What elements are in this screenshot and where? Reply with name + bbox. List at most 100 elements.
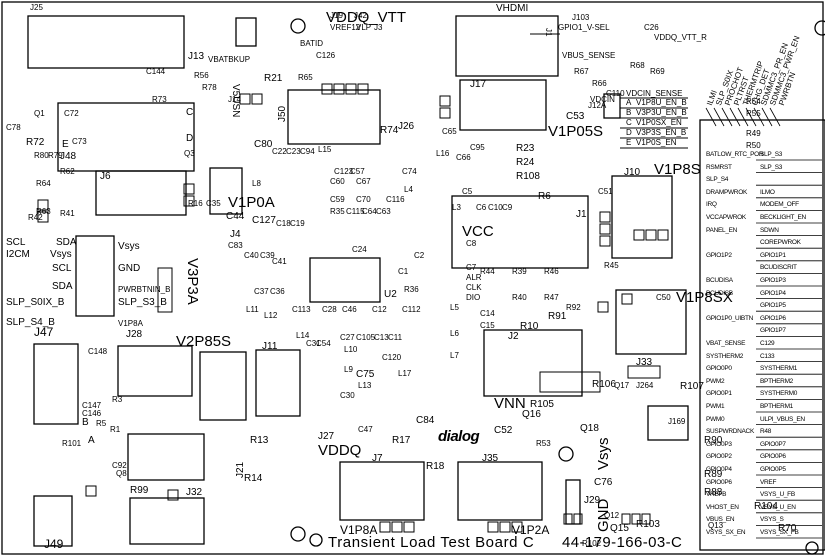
c14: C14 — [480, 309, 495, 318]
right-signal-left: VBUS_EN — [706, 516, 735, 524]
c19: C19 — [290, 219, 305, 228]
v1p8a-small-label: V1P8A — [118, 319, 143, 328]
l12: L12 — [264, 311, 278, 320]
sda2-label: SDA — [52, 281, 73, 292]
j50-block — [287, 89, 381, 145]
c13: C13 — [374, 333, 389, 342]
right-signal-left: VHOST_EN — [706, 503, 739, 511]
q12: Q12 — [604, 511, 620, 520]
r73: R73 — [152, 95, 167, 104]
r69: R69 — [650, 67, 665, 76]
j28-block — [117, 345, 193, 397]
label-b: B — [82, 417, 89, 428]
i2cm-label: I2CM — [6, 249, 30, 260]
label-d: D — [186, 133, 194, 144]
r47: R47 — [544, 293, 559, 302]
c40: C40 — [244, 251, 259, 260]
r88: R88 — [704, 487, 723, 498]
vdcin-label: VDCIN — [590, 95, 615, 104]
vbatbkup-label: VBATBKUP — [208, 55, 251, 64]
j7-label: J7 — [372, 453, 383, 464]
l14: L14 — [296, 331, 310, 340]
right-signal-left: DRAMPWROK — [706, 188, 747, 196]
q3: Q3 — [184, 149, 195, 158]
c76: C76 — [594, 477, 613, 488]
c24: C24 — [352, 245, 367, 254]
v2p85s-block — [199, 351, 247, 421]
j25-block — [27, 15, 185, 69]
right-signal-right: MODEM_OFF — [760, 201, 799, 209]
c74: C74 — [402, 167, 417, 176]
r42: R42 — [28, 213, 43, 222]
right-signal-right: SYSTHERM0 — [760, 390, 798, 398]
c2: C2 — [414, 251, 425, 260]
vsys-b-label: Vsys — [118, 241, 140, 252]
r103: R103 — [636, 519, 660, 530]
l5: L5 — [450, 303, 459, 312]
right-signal-left: BATLOW_RTC_POR — [706, 151, 764, 158]
c53: C53 — [566, 111, 585, 122]
j1b-label: J1 — [544, 28, 553, 37]
r1: R1 — [110, 425, 121, 434]
j4-block — [209, 167, 243, 215]
c52: C52 — [494, 425, 513, 436]
c115: C115 — [346, 207, 365, 216]
right-signal-left: GPIO0P3 — [706, 440, 732, 448]
l3: L3 — [452, 203, 461, 212]
j1-block — [451, 195, 589, 269]
enable-letter-b: B — [626, 108, 632, 117]
r24: R24 — [516, 157, 535, 168]
right-signal-left: RSMRST — [706, 163, 732, 171]
c84: C84 — [416, 415, 435, 426]
right-signal-right: BCUDISCRIT — [760, 264, 797, 272]
j47-block — [33, 343, 79, 425]
c31: C31 — [306, 339, 321, 348]
right-signal-right: GPIO0P7 — [760, 440, 786, 448]
r50: R50 — [746, 141, 761, 150]
right-signal-left: IRQ — [706, 201, 717, 209]
dialog-logo: dialog — [438, 428, 480, 445]
r89: R89 — [704, 469, 723, 480]
r106: R106 — [592, 379, 616, 390]
r5: R5 — [96, 419, 107, 428]
v1p2a-label: V1P2A — [512, 523, 550, 537]
j169-block — [647, 405, 689, 441]
c148: C148 — [88, 347, 108, 356]
right-signal-right: C129 — [760, 340, 775, 347]
right-signal-right: GPIO1P3 — [760, 277, 786, 284]
right-signal-right: SYSTHERM1 — [760, 365, 798, 373]
right-signal-right: GPIO0P5 — [760, 466, 786, 473]
right-signal-right: VREF — [760, 478, 777, 486]
r92: R92 — [566, 303, 581, 312]
mount-hole-top — [290, 18, 306, 34]
right-signal-left: GPIO0P1 — [706, 390, 732, 398]
v1p8a-bottom-label: V1P8A — [340, 523, 378, 537]
j17-label: J17 — [470, 79, 487, 90]
c46: C46 — [342, 305, 357, 314]
right-signal-right: ILMO — [760, 188, 775, 196]
j35-block — [457, 461, 543, 521]
c57: C57 — [350, 167, 365, 176]
r14: R14 — [244, 473, 263, 484]
r13: R13 — [250, 435, 269, 446]
j49-block — [33, 495, 73, 547]
vsys-left-label: Vsys — [50, 249, 72, 260]
c27: C27 — [340, 333, 355, 342]
l13: L13 — [358, 381, 372, 390]
r39: R39 — [512, 267, 527, 276]
c35: C35 — [206, 199, 221, 208]
right-signal-right: GPIO0P6 — [760, 453, 786, 461]
r18: R18 — [426, 461, 445, 472]
right-signal-right: SLP_S3 — [760, 163, 783, 171]
scl2-label: SCL — [52, 263, 72, 274]
j32-label: J32 — [186, 487, 203, 498]
enable-item-0: V1P8U_EN_B — [636, 98, 687, 107]
q8: Q8 — [116, 469, 127, 478]
right-signal-left: VREFB — [706, 491, 727, 499]
c78: C78 — [6, 123, 21, 132]
c94: C94 — [300, 147, 315, 156]
right-signal-right: BECKLIGHT_EN — [760, 214, 806, 221]
right-signal-right: VSYS_U_EN — [760, 503, 796, 511]
c50: C50 — [656, 293, 671, 302]
